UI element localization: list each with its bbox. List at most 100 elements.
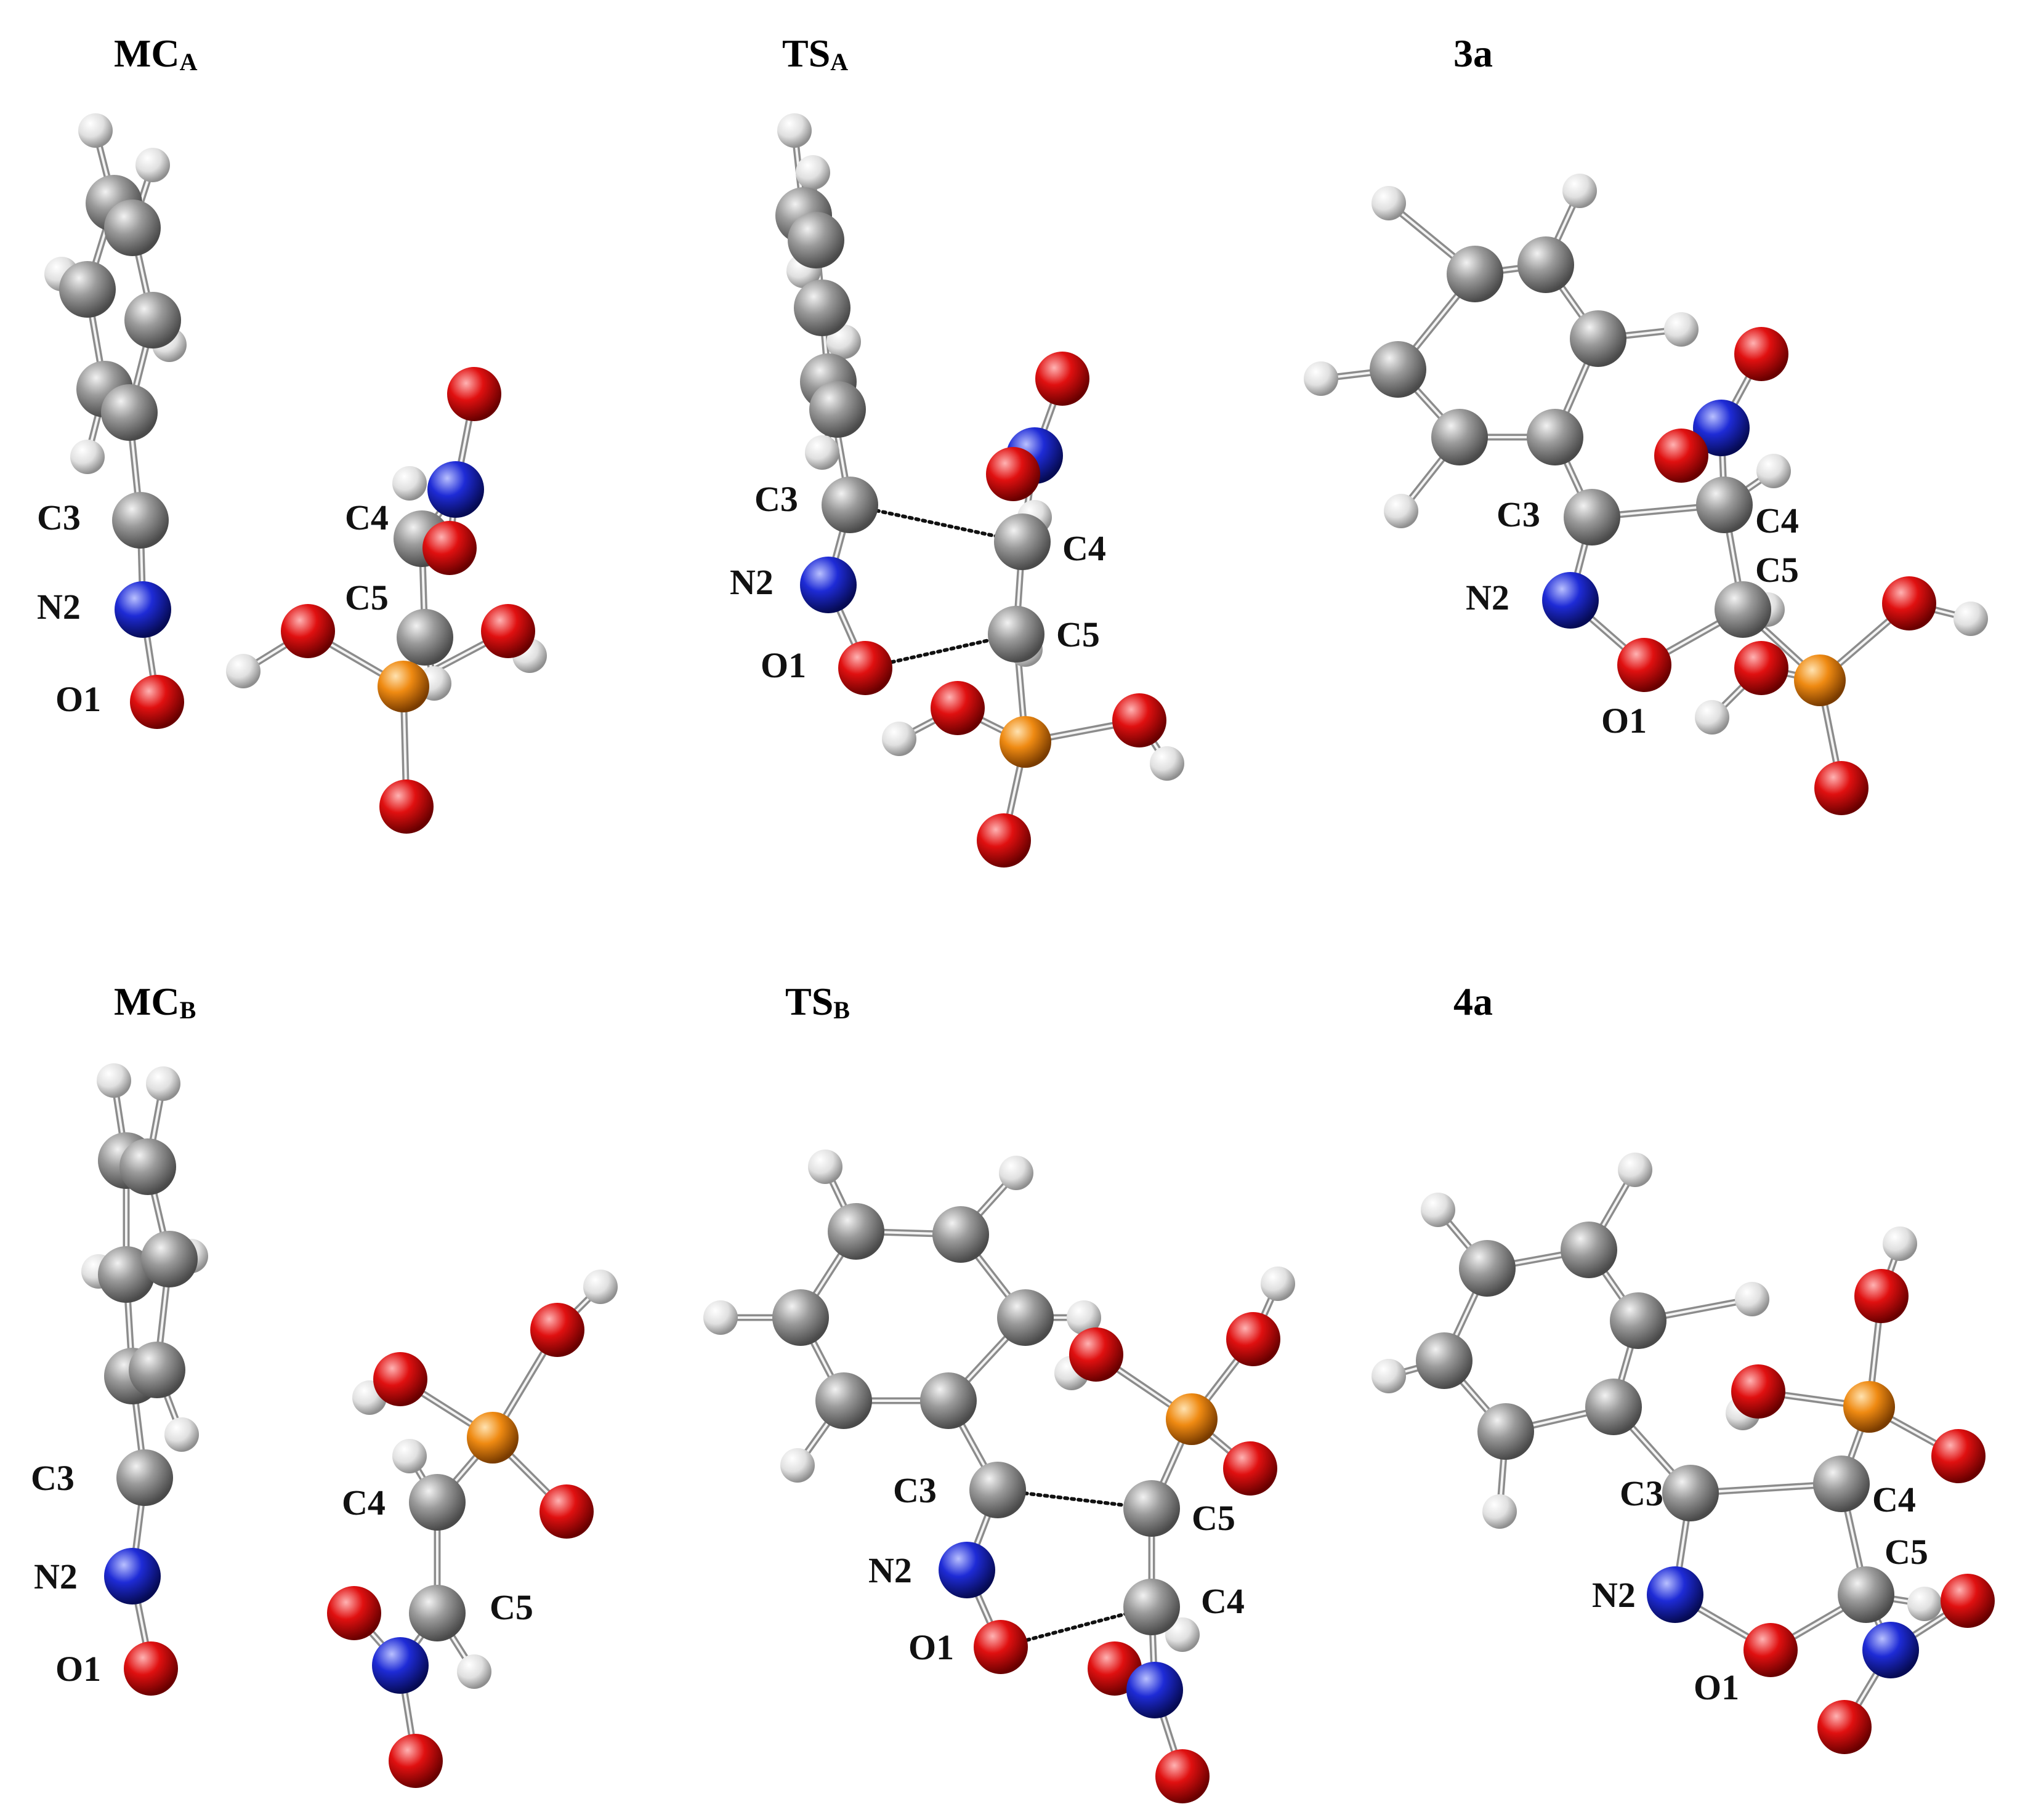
carbon-atom-4a-2 — [1459, 1240, 1516, 1297]
carbon-atom-3a-9 — [1527, 409, 1583, 465]
oxygen-atom-tsb-25 — [1155, 1749, 1210, 1803]
carbon-atom-tsb-6 — [997, 1289, 1054, 1346]
hydrogen-atom-3a-4 — [1304, 361, 1338, 396]
atom-label-tsa-c3: C3 — [754, 479, 798, 519]
nitrogen-atom-mcb-12 — [104, 1548, 161, 1605]
hydrogen-atom-tsb-0 — [808, 1150, 842, 1184]
carbon-atom-4a-3 — [1561, 1222, 1617, 1278]
hydrogen-atom-mca-0 — [78, 113, 113, 148]
hydrogen-atom-3a-10 — [1384, 494, 1418, 528]
hydrogen-atom-3a-1 — [1562, 174, 1597, 208]
bonds-3a — [1317, 187, 1974, 792]
carbon-atom-3a-19 — [1715, 581, 1771, 638]
phosphorus-atom-tsb-18 — [1166, 1393, 1218, 1445]
carbon-atom-tsa-10 — [822, 477, 878, 533]
carbon-atom-mcb-3 — [119, 1138, 176, 1195]
atom-label-3a-c3: C3 — [1497, 494, 1540, 534]
carbon-atom-3a-11 — [1564, 489, 1620, 546]
oxygen-atom-tsb-19 — [1223, 1441, 1277, 1496]
atom-label-3a-c5: C5 — [1755, 550, 1799, 590]
oxygen-atom-tsb-13 — [974, 1620, 1028, 1674]
atom-label-mca-n2: N2 — [37, 587, 81, 627]
carbon-atom-mcb-5 — [141, 1231, 198, 1287]
carbon-atom-4a-6 — [1610, 1292, 1666, 1349]
carbon-atom-mcb-9 — [129, 1342, 185, 1398]
carbon-atom-4a-8 — [1477, 1403, 1534, 1460]
oxygen-atom-mcb-26 — [389, 1734, 443, 1788]
panel-title-4a: 4a — [1453, 980, 1493, 1023]
carbon-atom-4a-11 — [1662, 1465, 1719, 1521]
carbon-atom-mcb-11 — [116, 1449, 173, 1506]
oxygen-atom-mca-22 — [481, 604, 535, 658]
panel-title-mca: MCA — [114, 31, 198, 76]
oxygen-atom-mca-20 — [281, 604, 335, 658]
atom-label-tsb-n2: N2 — [868, 1550, 912, 1590]
hydrogen-atom-3a-22 — [1695, 700, 1729, 735]
phosphorus-atom-4a-18 — [1843, 1381, 1895, 1433]
nitrogen-atom-tsa-11 — [800, 557, 857, 613]
oxygen-atom-tsa-13 — [1035, 352, 1089, 406]
hydrogen-atom-4a-7 — [1735, 1282, 1769, 1316]
panel-title-mcb: MCB — [114, 980, 196, 1024]
panel-title-mca-sub: A — [180, 48, 198, 76]
nitrogen-atom-4a-12 — [1647, 1566, 1703, 1623]
carbon-atom-mcb-23 — [409, 1585, 466, 1641]
oxygen-atom-4a-25 — [1817, 1700, 1872, 1754]
carbon-atom-tsb-5 — [772, 1289, 829, 1346]
carbon-atom-tsb-3 — [932, 1206, 989, 1263]
oxygen-atom-tsb-16 — [1069, 1327, 1123, 1382]
hydrogen-atom-4a-0 — [1421, 1193, 1455, 1227]
hydrogen-atom-tsb-10 — [780, 1448, 815, 1483]
oxygen-atom-mca-26 — [379, 779, 434, 834]
atom-label-3a-n2: N2 — [1466, 578, 1509, 618]
phosphorus-atom-3a-23 — [1794, 654, 1846, 706]
carbon-atom-mca-9 — [101, 384, 158, 441]
oxygen-atom-4a-23 — [1941, 1574, 1995, 1628]
atoms-4a — [1372, 1153, 1995, 1754]
forming-bond-tsa-0 — [848, 503, 1024, 544]
oxygen-atom-tsb-15 — [1226, 1312, 1280, 1366]
carbon-atom-mca-19 — [397, 609, 453, 666]
carbon-atom-tsa-3 — [788, 212, 844, 268]
oxygen-atom-mca-13 — [130, 675, 184, 729]
panel-title-tsb-main: TS — [785, 980, 833, 1023]
carbon-atom-tsb-8 — [815, 1372, 872, 1429]
carbon-atom-3a-5 — [1370, 341, 1426, 398]
oxygen-atom-mcb-21 — [539, 1484, 594, 1539]
atom-label-mcb-o1: O1 — [55, 1649, 101, 1689]
hydrogen-atom-mcb-0 — [97, 1063, 131, 1098]
carbon-atom-tsb-11 — [969, 1462, 1026, 1518]
hydrogen-atom-3a-25 — [1953, 602, 1988, 636]
panel-title-mcb-sub: B — [180, 996, 196, 1024]
panel-title-4a-main: 4a — [1453, 980, 1493, 1023]
hydrogen-atom-tsb-22 — [1165, 1617, 1200, 1652]
atom-label-4a-c5: C5 — [1885, 1532, 1928, 1572]
atoms-mca — [44, 113, 547, 834]
carbon-atom-tsb-21 — [1123, 1579, 1180, 1635]
panel-title-tsb-sub: B — [833, 996, 850, 1024]
carbon-atom-3a-2 — [1447, 246, 1503, 302]
hydrogen-atom-tsb-14 — [1261, 1266, 1295, 1301]
carbon-atom-3a-6 — [1570, 310, 1626, 367]
carbon-atom-tsa-17 — [994, 513, 1051, 570]
atom-label-tsa-c4: C4 — [1062, 528, 1106, 568]
hydrogen-atom-tsb-4 — [703, 1300, 738, 1335]
atom-label-tsb-c4: C4 — [1201, 1581, 1245, 1621]
hydrogen-atom-tsa-23 — [1150, 746, 1184, 781]
carbon-atom-3a-8 — [1431, 409, 1488, 465]
carbon-atom-4a-20 — [1813, 1456, 1870, 1512]
oxygen-atom-tsa-12 — [838, 641, 892, 695]
oxygen-atom-4a-16 — [1731, 1364, 1785, 1419]
hydrogen-atom-mcb-14 — [583, 1270, 618, 1304]
hydrogen-atom-mca-16 — [392, 466, 427, 501]
atom-label-mcb-c4: C4 — [342, 1483, 386, 1523]
hydrogen-atom-mcb-1 — [146, 1066, 180, 1101]
phosphorus-atom-tsa-24 — [1000, 716, 1051, 768]
